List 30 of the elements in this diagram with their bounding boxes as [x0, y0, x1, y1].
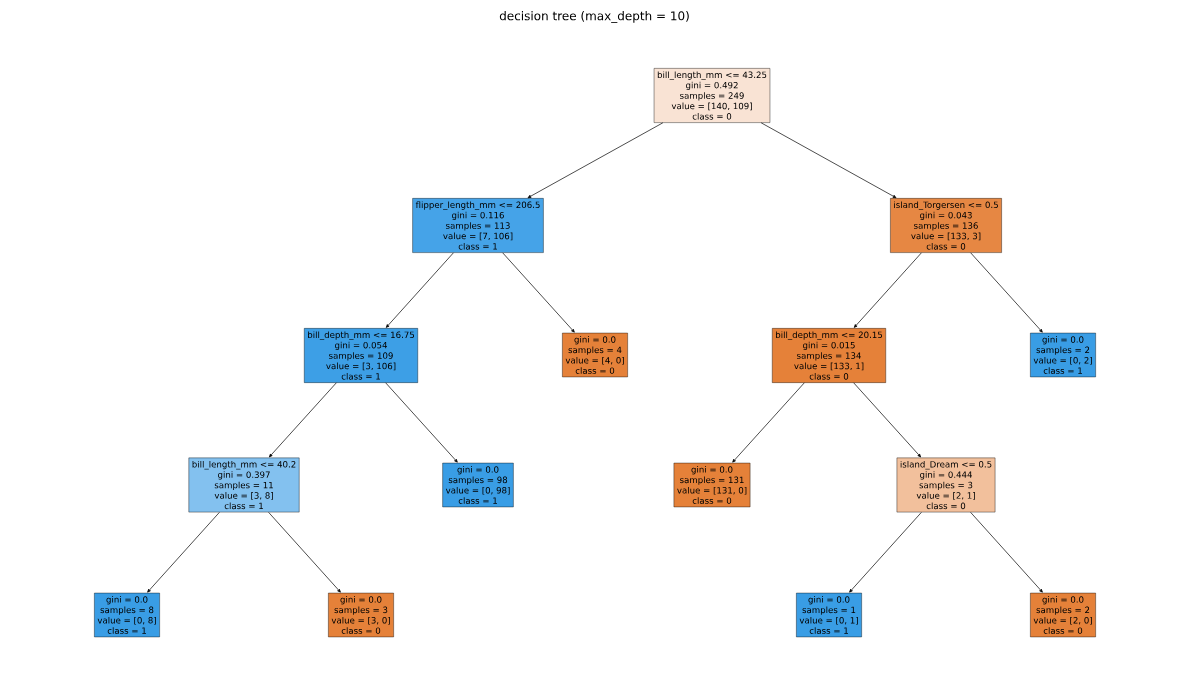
arrow: [527, 122, 664, 199]
arrow: [502, 252, 575, 333]
tree-node-box: flipper_length_mm <= 206.5 gini = 0.116 samples = 113 value = [7, 106] class = 1: [412, 198, 544, 253]
arrow: [849, 511, 922, 593]
arrow: [970, 252, 1043, 333]
tree-node-box: gini = 0.0 samples = 4 value = [4, 0] class = 0: [562, 332, 628, 378]
tree-node-box: gini = 0.0 samples = 2 value = [0, 2] class = 1: [1030, 332, 1096, 378]
tree-node-box: gini = 0.0 samples = 1 value = [0, 1] class = 1: [796, 592, 862, 638]
arrow: [268, 382, 337, 458]
tree-node-box: bill_depth_mm <= 20.15 gini = 0.015 samples = 134 value = [133, 1] class = 0: [772, 328, 886, 383]
tree-node-box: bill_length_mm <= 40.2 gini = 0.397 samples = 11 value = [3, 8] class = 1: [188, 457, 300, 513]
tree-node-box: gini = 0.0 samples = 8 value = [0, 8] class = 1: [94, 592, 160, 638]
arrow: [760, 122, 897, 199]
tree-node-box: gini = 0.0 samples = 131 value = [131, 0] class = 0: [673, 462, 751, 508]
tree-node-box: island_Torgersen <= 0.5 gini = 0.043 samples = 136 value = [133, 3] class = 0: [890, 198, 1002, 253]
tree-node-box: bill_depth_mm <= 16.75 gini = 0.054 samples = 109 value = [3, 106] class = 1: [304, 328, 418, 383]
arrow: [732, 382, 805, 463]
arrow: [970, 511, 1043, 593]
arrow: [147, 511, 220, 593]
tree-node-box: gini = 0.0 samples = 98 value = [0, 98] class = 1: [442, 462, 514, 508]
arrow: [853, 252, 922, 328]
tree-node-box: gini = 0.0 samples = 2 value = [2, 0] class = 0: [1030, 592, 1096, 638]
chart-title: decision tree (max_depth = 10): [499, 11, 689, 23]
arrow: [268, 511, 341, 593]
tree-node-box: island_Dream <= 0.5 gini = 0.444 samples = 3 value = [2, 1] class = 0: [896, 457, 996, 513]
arrow: [853, 382, 922, 458]
tree-node-box: gini = 0.0 samples = 3 value = [3, 0] class = 0: [328, 592, 394, 638]
tree-node-box: bill_length_mm <= 43.25 gini = 0.492 samples = 249 value = [140, 109] class = 0: [653, 68, 771, 123]
arrow: [385, 382, 458, 463]
arrow: [385, 252, 454, 328]
